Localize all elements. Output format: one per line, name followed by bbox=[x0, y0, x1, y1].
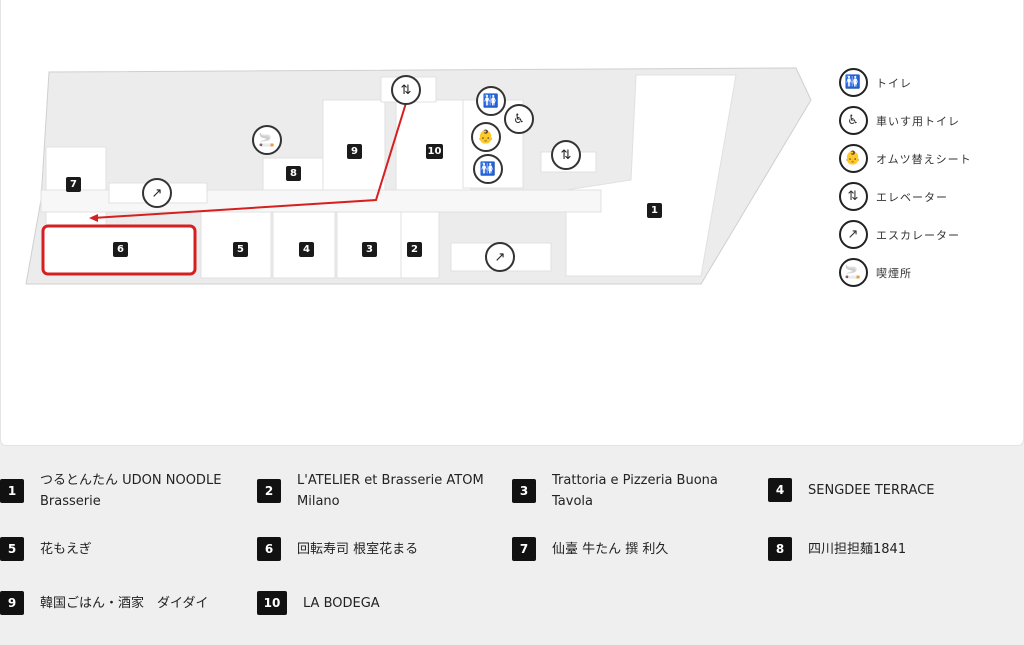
store-pin-7[interactable]: 7 bbox=[66, 177, 81, 192]
legend-escalator: ↗ エスカレーター bbox=[839, 220, 960, 249]
store-number-badge: 2 bbox=[257, 479, 281, 503]
floor-map-panel: 1 2 3 4 5 6 7 8 9 10 ⇅ ⇅ 🚻 ♿ 👶 🚻 🚬 ↗ ↗ 🚻… bbox=[0, 0, 1024, 446]
store-number-badge: 10 bbox=[257, 591, 287, 615]
store-name[interactable]: L'ATELIER et Brasserie ATOM Milano bbox=[297, 473, 484, 509]
restroom-icon: 🚻 bbox=[476, 86, 506, 116]
store-area-1 bbox=[565, 74, 737, 277]
escalator-icon: ↗ bbox=[142, 178, 172, 208]
escalator-icon: ↗ bbox=[485, 242, 515, 272]
elevator-icon: ⇅ bbox=[839, 182, 868, 211]
store-pin-6[interactable]: 6 bbox=[113, 242, 128, 257]
store-name[interactable]: 韓国ごはん・酒家 ダイダイ bbox=[40, 595, 209, 611]
baby-changing-icon: 👶 bbox=[471, 122, 501, 152]
store-pin-10[interactable]: 10 bbox=[426, 144, 443, 159]
legend-label: エレベーター bbox=[876, 190, 948, 204]
route-arrow bbox=[92, 102, 407, 219]
store-item[interactable]: 7 仙臺 牛たん 撰 利久 bbox=[512, 537, 762, 561]
restroom-icon: 🚻 bbox=[839, 68, 868, 97]
store-item[interactable]: 1 つるとんたん UDON NOODLE Brasserie bbox=[0, 470, 250, 512]
legend-label: オムツ替えシート bbox=[876, 152, 972, 166]
store-item[interactable]: 10 LA BODEGA bbox=[257, 591, 507, 615]
smoking-area-icon: 🚬 bbox=[839, 258, 868, 287]
store-pin-1[interactable]: 1 bbox=[647, 203, 662, 218]
wheelchair-icon: ♿ bbox=[839, 106, 868, 135]
store-name[interactable]: SENGDEE TERRACE bbox=[808, 482, 935, 498]
store-pin-8[interactable]: 8 bbox=[286, 166, 301, 181]
store-name[interactable]: つるとんたん UDON NOODLE Brasserie bbox=[40, 473, 222, 509]
legend-elevator: ⇅ エレベーター bbox=[839, 182, 948, 211]
wheelchair-icon: ♿ bbox=[504, 104, 534, 134]
store-number-badge: 8 bbox=[768, 537, 792, 561]
store-item[interactable]: 4 SENGDEE TERRACE bbox=[768, 478, 1018, 502]
store-number-badge: 1 bbox=[0, 479, 24, 503]
store-item[interactable]: 8 四川担担麺1841 bbox=[768, 537, 1018, 561]
store-number-badge: 9 bbox=[0, 591, 24, 615]
store-name[interactable]: 回転寿司 根室花まる bbox=[297, 541, 419, 557]
route-arrowhead bbox=[89, 214, 98, 222]
elevator-icon: ⇅ bbox=[551, 140, 581, 170]
legend-label: トイレ bbox=[876, 76, 912, 90]
escalator-icon: ↗ bbox=[839, 220, 868, 249]
store-pin-5[interactable]: 5 bbox=[233, 242, 248, 257]
store-number-badge: 5 bbox=[0, 537, 24, 561]
store-number-badge: 7 bbox=[512, 537, 536, 561]
restroom-icon: 🚻 bbox=[473, 154, 503, 184]
store-name[interactable]: LA BODEGA bbox=[303, 595, 380, 611]
store-item[interactable]: 9 韓国ごはん・酒家 ダイダイ bbox=[0, 591, 250, 615]
elevator-icon: ⇅ bbox=[391, 75, 421, 105]
store-pin-9[interactable]: 9 bbox=[347, 144, 362, 159]
store-name[interactable]: 花もえぎ bbox=[40, 541, 92, 557]
legend-wheelchair: ♿ 車いす用トイレ bbox=[839, 106, 960, 135]
store-number-badge: 6 bbox=[257, 537, 281, 561]
store-item[interactable]: 6 回転寿司 根室花まる bbox=[257, 537, 507, 561]
store-name[interactable]: 仙臺 牛たん 撰 利久 bbox=[552, 541, 669, 557]
store-pin-3[interactable]: 3 bbox=[362, 242, 377, 257]
legend-restroom: 🚻 トイレ bbox=[839, 68, 912, 97]
store-item[interactable]: 2 L'ATELIER et Brasserie ATOM Milano bbox=[257, 470, 507, 512]
store-item[interactable]: 3 Trattoria e Pizzeria Buona Tavola bbox=[512, 470, 752, 512]
smoking-area-icon: 🚬 bbox=[252, 125, 282, 155]
baby-changing-icon: 👶 bbox=[839, 144, 868, 173]
legend-baby-changing: 👶 オムツ替えシート bbox=[839, 144, 972, 173]
legend-smoking: 🚬 喫煙所 bbox=[839, 258, 912, 287]
store-number-badge: 3 bbox=[512, 479, 536, 503]
store-item[interactable]: 5 花もえぎ bbox=[0, 537, 250, 561]
legend-label: エスカレーター bbox=[876, 228, 960, 242]
store-pin-2[interactable]: 2 bbox=[407, 242, 422, 257]
legend-label: 喫煙所 bbox=[876, 266, 912, 280]
store-name[interactable]: Trattoria e Pizzeria Buona Tavola bbox=[552, 473, 718, 509]
legend-label: 車いす用トイレ bbox=[876, 114, 960, 128]
store-number-badge: 4 bbox=[768, 478, 792, 502]
store-name[interactable]: 四川担担麺1841 bbox=[808, 541, 907, 557]
store-pin-4[interactable]: 4 bbox=[299, 242, 314, 257]
floor-map bbox=[25, 67, 812, 285]
